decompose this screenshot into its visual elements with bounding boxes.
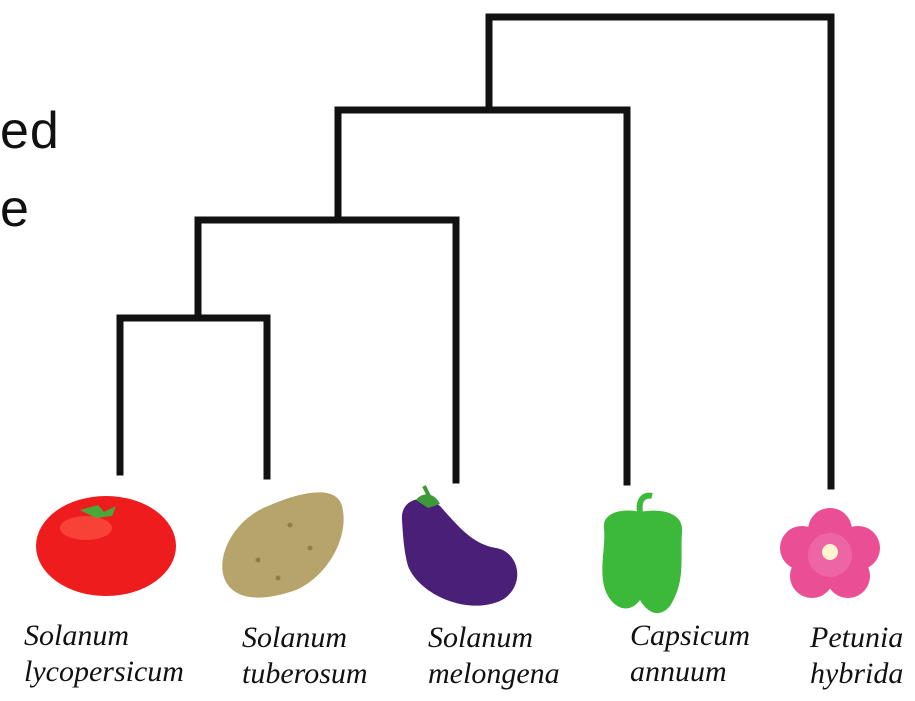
genus-label: Solanum	[24, 619, 129, 652]
species-label-2: Solanum tuberosum	[242, 620, 368, 692]
partial-heading-text: ed e	[0, 92, 60, 248]
epithet-label: melongena	[428, 657, 560, 690]
tree-branches	[116, 13, 835, 490]
species-label-5: Petunia hybrida	[810, 620, 903, 692]
species-label-1: Solanum lycopersicum	[24, 618, 184, 690]
clade-tomato-potato	[116, 314, 271, 480]
epithet-label: lycopersicum	[24, 655, 184, 688]
epithet-label: hybrida	[810, 657, 904, 690]
species-label-3: Solanum melongena	[428, 620, 560, 692]
potato-icon	[222, 492, 344, 598]
pepper-icon	[602, 492, 683, 614]
clade-with-eggplant	[194, 216, 460, 484]
eggplant-icon	[401, 485, 518, 606]
partial-heading-line-2: e	[0, 180, 30, 238]
tomato-icon	[36, 496, 176, 596]
petunia-icon	[780, 508, 880, 598]
genus-label: Solanum	[428, 621, 533, 654]
clade-with-pepper	[334, 106, 631, 486]
genus-label: Solanum	[242, 621, 347, 654]
genus-label: Capsicum	[630, 619, 750, 652]
genus-label: Petunia	[810, 621, 904, 654]
partial-heading-line-1: ed	[0, 102, 60, 160]
epithet-label: tuberosum	[242, 657, 368, 690]
clade-with-petunia	[485, 13, 835, 490]
species-label-4: Capsicum annuum	[630, 618, 750, 690]
epithet-label: annuum	[630, 655, 727, 688]
